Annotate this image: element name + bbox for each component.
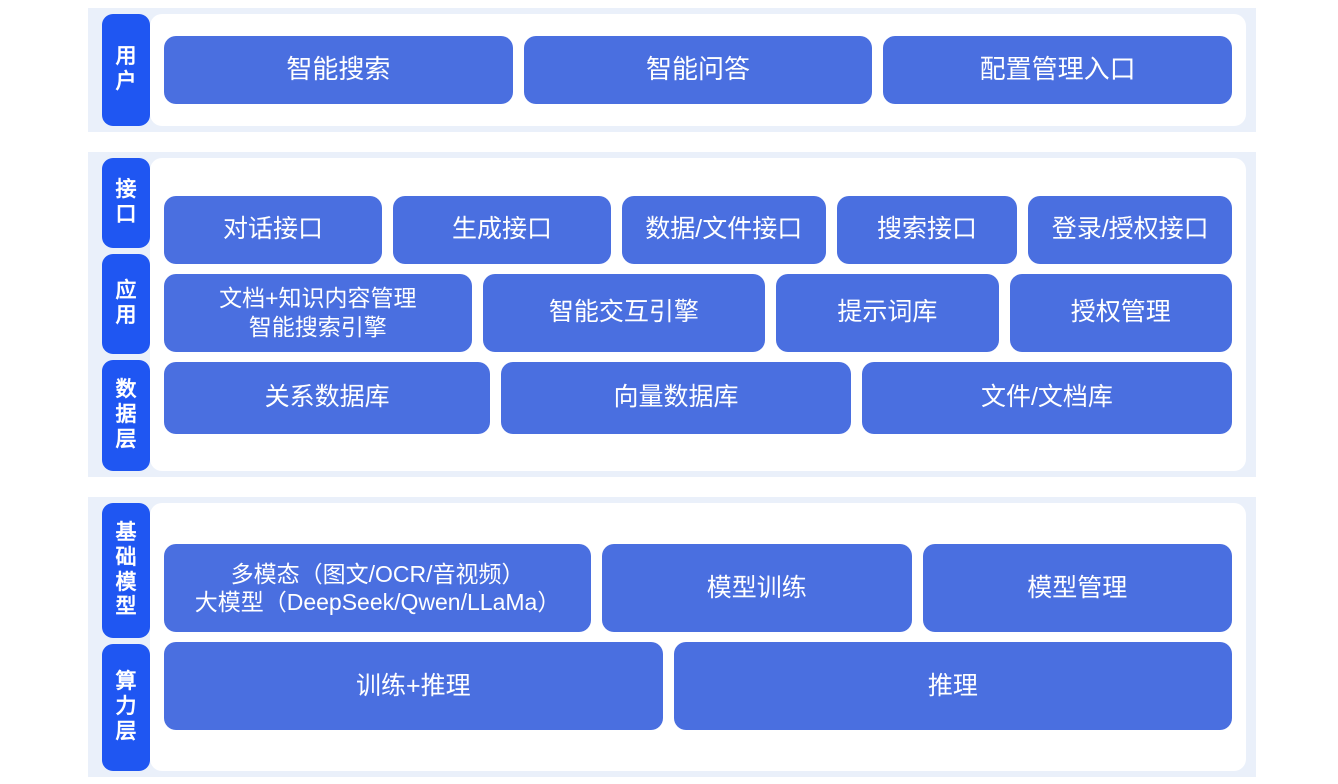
layer-tab-interface-label: 接口 (115, 178, 137, 226)
box-dialog-api[interactable]: 对话接口 (164, 195, 382, 264)
layer-tab-foundation-model[interactable]: 基础模型 (102, 503, 150, 638)
layer-tab-user-label: 用户 (115, 45, 137, 93)
layer-tab-data-label: 数据层 (115, 378, 137, 451)
layer-tab-user[interactable]: 用户 (102, 14, 150, 126)
box-prompt-library[interactable]: 提示词库 (776, 273, 999, 352)
box-model-management[interactable]: 模型管理 (922, 544, 1232, 632)
box-generation-api[interactable]: 生成接口 (392, 195, 611, 264)
box-smart-interaction-engine[interactable]: 智能交互引擎 (482, 273, 766, 352)
row-foundation-model: 多模态（图文/OCR/音视频） 大模型（DeepSeek/Qwen/LLaMa）… (164, 544, 1232, 632)
row-compute: 训练+推理 推理 (164, 642, 1232, 730)
layer-tab-interface[interactable]: 接口 (102, 158, 150, 248)
section-middle: 接口 应用 数据层 对话接口 生成接口 数据/文件接口 搜索接口 登录/授权接口… (88, 152, 1256, 477)
layer-tab-compute[interactable]: 算力层 (102, 644, 150, 771)
tab-column-middle: 接口 应用 数据层 (88, 152, 150, 477)
row-interface: 对话接口 生成接口 数据/文件接口 搜索接口 登录/授权接口 (164, 195, 1232, 264)
row-application: 文档+知识内容管理 智能搜索引擎 智能交互引擎 提示词库 授权管理 (164, 273, 1232, 352)
layer-tab-application-label: 应用 (115, 279, 137, 327)
row-user: 智能搜索 智能问答 配置管理入口 (164, 36, 1233, 104)
layer-tab-application[interactable]: 应用 (102, 254, 150, 354)
box-doc-knowledge-content-management[interactable]: 文档+知识内容管理 智能搜索引擎 (164, 273, 472, 352)
tab-column-infrastructure: 基础模型 算力层 (88, 497, 150, 777)
box-model-training[interactable]: 模型训练 (602, 544, 912, 632)
section-infrastructure: 基础模型 算力层 多模态（图文/OCR/音视频） 大模型（DeepSeek/Qw… (88, 497, 1256, 777)
box-config-management-entry[interactable]: 配置管理入口 (883, 36, 1233, 104)
row-data: 关系数据库 向量数据库 文件/文档库 (164, 361, 1232, 434)
layer-tab-compute-label: 算力层 (115, 670, 137, 743)
box-authorization-management[interactable]: 授权管理 (1009, 273, 1232, 352)
box-login-auth-api[interactable]: 登录/授权接口 (1028, 195, 1232, 264)
box-search-api[interactable]: 搜索接口 (836, 195, 1018, 264)
box-inference[interactable]: 推理 (673, 642, 1232, 730)
box-multimodal-large-model[interactable]: 多模态（图文/OCR/音视频） 大模型（DeepSeek/Qwen/LLaMa） (164, 544, 592, 632)
layer-tab-data[interactable]: 数据层 (102, 360, 150, 471)
box-relational-database[interactable]: 关系数据库 (164, 361, 491, 434)
box-smart-qa[interactable]: 智能问答 (523, 36, 873, 104)
panel-middle: 对话接口 生成接口 数据/文件接口 搜索接口 登录/授权接口 文档+知识内容管理… (150, 158, 1246, 471)
box-data-file-api[interactable]: 数据/文件接口 (621, 195, 826, 264)
layer-tab-foundation-model-label: 基础模型 (115, 520, 137, 619)
box-vector-database[interactable]: 向量数据库 (501, 361, 851, 434)
box-training-plus-inference[interactable]: 训练+推理 (164, 642, 663, 730)
box-file-document-repository[interactable]: 文件/文档库 (861, 361, 1232, 434)
panel-user: 智能搜索 智能问答 配置管理入口 (150, 14, 1246, 126)
section-user: 用户 智能搜索 智能问答 配置管理入口 (88, 8, 1256, 132)
tab-column-user: 用户 (88, 8, 150, 132)
panel-infrastructure: 多模态（图文/OCR/音视频） 大模型（DeepSeek/Qwen/LLaMa）… (150, 503, 1246, 771)
box-smart-search[interactable]: 智能搜索 (164, 36, 513, 104)
